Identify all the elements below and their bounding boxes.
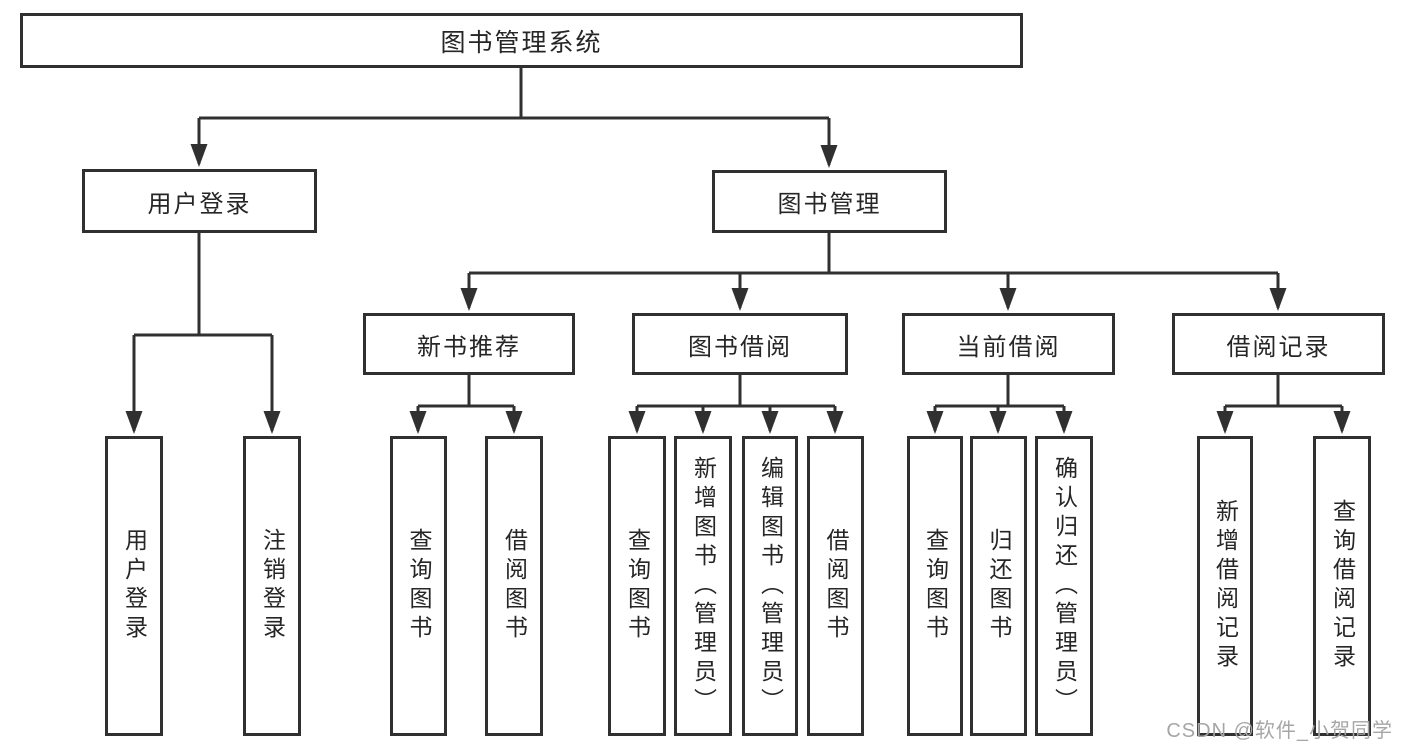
node-label: 新增图书（管理员）	[690, 455, 717, 717]
node-library-management-system: 图书管理系统	[20, 13, 1023, 68]
leaf-query-books-current: 查询图书	[907, 436, 963, 736]
leaf-borrow-books: 借阅图书	[807, 436, 864, 736]
leaf-user-login: 用户登录	[105, 436, 163, 736]
node-label: 查询图书	[922, 528, 949, 644]
node-label: 用户登录	[121, 528, 148, 644]
node-user-login: 用户登录	[82, 169, 317, 233]
node-label: 图书借阅	[688, 333, 792, 361]
node-label: 图书管理系统	[440, 28, 603, 57]
node-label: 新书推荐	[417, 333, 521, 361]
node-label: 归还图书	[986, 528, 1012, 644]
leaf-add-books-admin: 新增图书（管理员）	[674, 436, 732, 736]
node-label: 注销登录	[259, 528, 286, 644]
node-label: 新增借阅记录	[1212, 499, 1239, 673]
node-book-management: 图书管理	[712, 170, 947, 233]
node-label: 确认归还（管理员）	[1051, 455, 1078, 717]
node-label: 借阅图书	[501, 528, 528, 644]
leaf-borrow-books-recommend: 借阅图书	[485, 436, 543, 736]
csdn-watermark: CSDN @软件_小贺同学	[1166, 720, 1393, 742]
node-book-borrow: 图书借阅	[632, 313, 848, 375]
node-label: 当前借阅	[956, 333, 1061, 361]
node-current-borrow: 当前借阅	[902, 313, 1115, 375]
node-label: 查询图书	[406, 528, 432, 644]
leaf-query-borrow-record: 查询借阅记录	[1313, 436, 1371, 736]
leaf-confirm-return-admin: 确认归还（管理员）	[1035, 436, 1093, 736]
leaf-return-books: 归还图书	[970, 436, 1027, 736]
leaf-edit-books-admin: 编辑图书（管理员）	[742, 436, 798, 736]
leaf-add-borrow-record: 新增借阅记录	[1197, 436, 1253, 736]
node-label: 查询图书	[624, 528, 651, 644]
node-borrow-records: 借阅记录	[1172, 313, 1385, 375]
node-label: 编辑图书（管理员）	[757, 455, 784, 717]
node-new-book-recommend: 新书推荐	[363, 313, 575, 375]
node-label: 用户登录	[147, 190, 252, 218]
leaf-query-books-recommend: 查询图书	[390, 436, 447, 736]
leaf-query-books-borrow: 查询图书	[608, 436, 666, 736]
node-label: 查询借阅记录	[1329, 499, 1356, 673]
leaf-logout: 注销登录	[243, 436, 301, 736]
node-label: 图书管理	[777, 191, 882, 218]
node-label: 借阅图书	[823, 528, 849, 644]
node-label: 借阅记录	[1226, 333, 1331, 361]
